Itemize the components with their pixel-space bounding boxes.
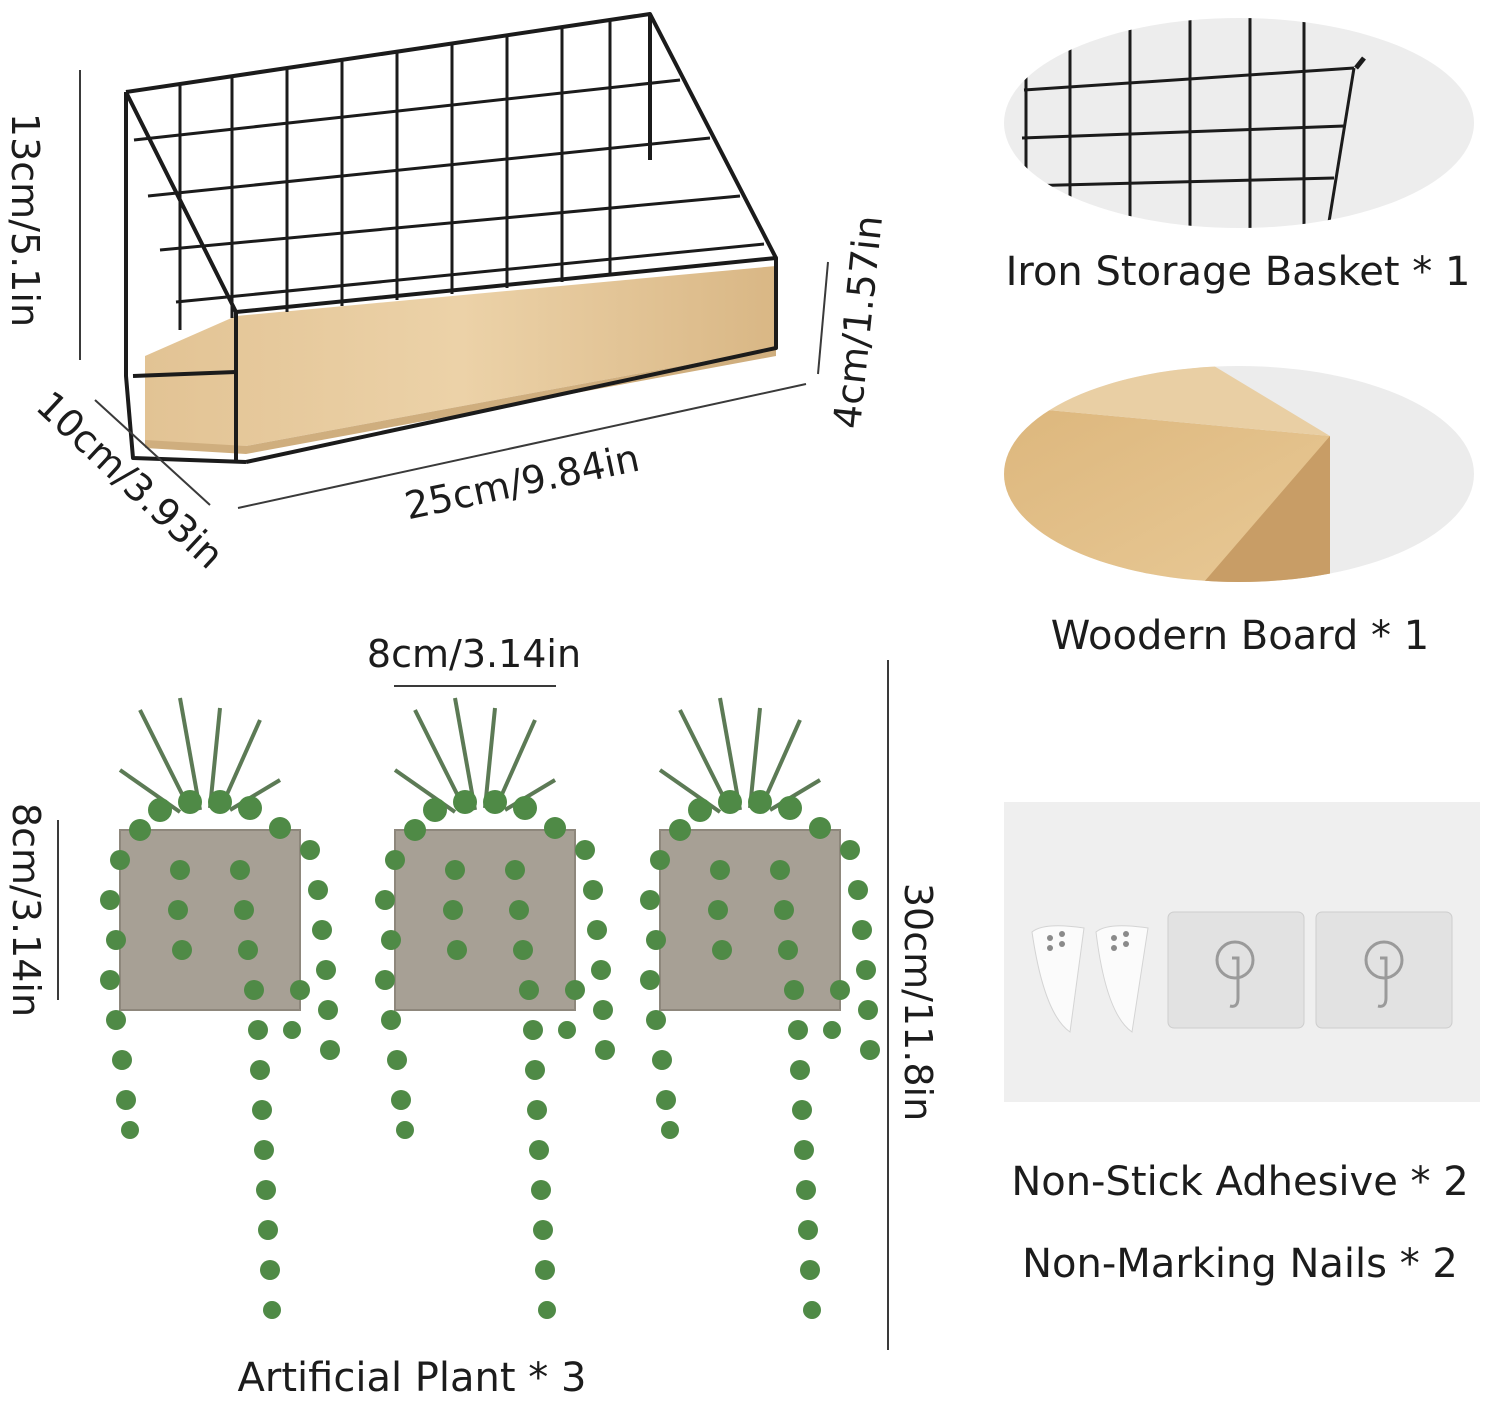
pot-height-label: 8cm/3.14in [4,802,48,1018]
accessories-image [1004,802,1480,1102]
nail-icon [1095,925,1149,1033]
adhesive-caption: Non-Stick Adhesive * 2 [1011,1159,1469,1205]
nail-icon [1031,925,1085,1033]
plant-dimension-lines [57,660,889,1350]
board-caption: Woodern Board * 1 [1050,613,1430,659]
plant-width-label: 8cm/3.14in [366,632,582,676]
adhesive-hook-icon [1315,911,1453,1029]
adhesive-hook-icon [1167,911,1305,1029]
basket-caption: Iron Storage Basket * 1 [1005,249,1471,295]
plant-caption: Artificial Plant * 3 [237,1355,587,1401]
basket-detail-image [1004,18,1474,228]
plant-total-height-label: 30cm/11.8in [896,882,940,1122]
plant-icon [100,697,340,1319]
artificial-plants-image [100,696,882,1321]
wire-shelf-image [79,12,829,509]
shelf-height-label: 13cm/5.1in [3,112,47,328]
nails-caption: Non-Marking Nails * 2 [1022,1241,1458,1287]
board-detail-image [1004,366,1474,582]
